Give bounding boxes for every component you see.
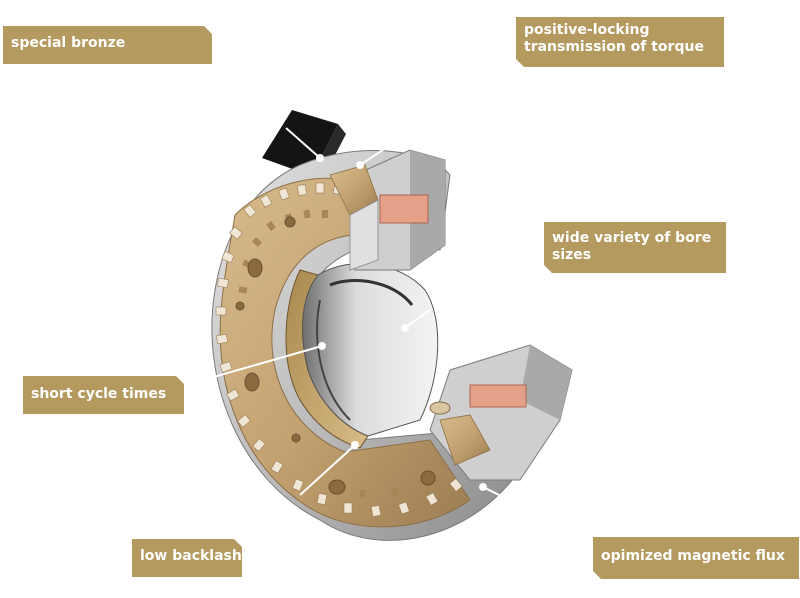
lower-cutaway — [429, 344, 573, 481]
leader-dots — [316, 154, 487, 491]
gear-teeth — [215, 182, 463, 517]
label-bore-sizes: wide variety of bore sizes — [544, 222, 726, 273]
label-backlash-text: low backlash — [140, 548, 242, 564]
label-bore-line1: wide variety of bore — [552, 230, 712, 246]
label-special-bronze: special bronze — [3, 26, 212, 64]
label-cycle-text: short cycle times — [31, 386, 167, 402]
label-special-bronze-text: special bronze — [11, 35, 126, 51]
lower-coil — [469, 384, 527, 408]
label-torque-line2: transmission of torque — [524, 39, 704, 55]
upper-cutaway — [329, 149, 446, 271]
label-bore-line2: sizes — [552, 247, 592, 263]
label-flux-text: opimized magnetic flux — [601, 548, 785, 564]
label-low-backlash: low backlash — [132, 539, 242, 577]
label-short-cycle-times: short cycle times — [23, 376, 184, 414]
bolt-holes — [235, 216, 436, 495]
label-magnetic-flux: opimized magnetic flux — [593, 537, 799, 579]
label-torque-transmission: positive-locking transmission of torque — [516, 17, 724, 67]
label-torque-line1: positive-locking — [524, 22, 650, 38]
leader-lines — [209, 127, 591, 541]
upper-coil — [379, 194, 429, 224]
